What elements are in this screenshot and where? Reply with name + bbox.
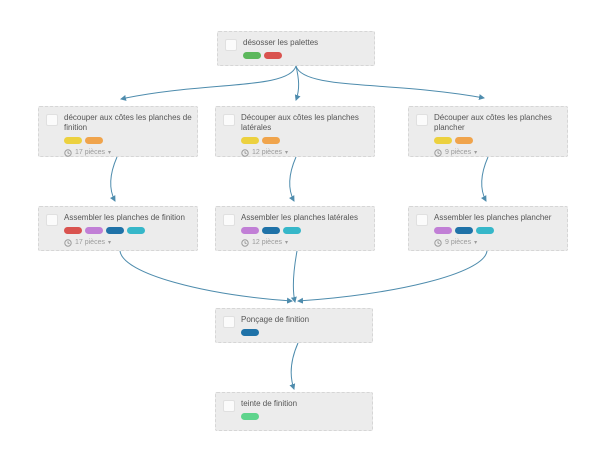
caret-down-icon: ▾ xyxy=(474,150,478,156)
tag-yellow xyxy=(64,137,82,144)
tag-purple xyxy=(241,227,259,234)
edge-decouper-laterales-to-assembler-laterales xyxy=(288,156,297,202)
node-poncage-finition[interactable]: Ponçage de finition xyxy=(215,308,373,343)
checkbox[interactable] xyxy=(46,214,58,226)
tag-purple xyxy=(434,227,452,234)
checkbox[interactable] xyxy=(416,214,428,226)
tag-light-green xyxy=(241,413,259,420)
tag-list xyxy=(434,227,562,234)
tag-yellow xyxy=(241,137,259,144)
pieces-dropdown[interactable]: 12 pièces ▾ xyxy=(241,149,369,157)
tag-red xyxy=(64,227,82,234)
checkbox[interactable] xyxy=(223,400,235,412)
tag-blue xyxy=(241,329,259,336)
checkbox[interactable] xyxy=(223,114,235,126)
checkbox[interactable] xyxy=(416,114,428,126)
caret-down-icon: ▾ xyxy=(284,150,288,156)
pieces-label: 9 pièces xyxy=(445,149,472,156)
tag-cyan xyxy=(283,227,301,234)
node-title: découper aux côtes les planches de finit… xyxy=(64,113,192,132)
node-decouper-laterales[interactable]: Découper aux côtes les planches latérale… xyxy=(215,106,375,157)
tag-list xyxy=(241,413,367,420)
node-title: Assembler les planches latérales xyxy=(241,213,358,222)
clock-icon xyxy=(241,239,249,247)
tag-blue xyxy=(106,227,124,234)
edge-decouper-plancher-to-assembler-plancher xyxy=(480,156,489,202)
tag-blue xyxy=(455,227,473,234)
node-desosser-palettes[interactable]: désosser les palettes xyxy=(217,31,375,66)
node-title: teinte de finition xyxy=(241,399,298,408)
caret-down-icon: ▾ xyxy=(284,240,288,246)
node-assembler-plancher[interactable]: Assembler les planches plancher 9 pièces… xyxy=(408,206,568,251)
edge-desosser-to-decouper-plancher xyxy=(295,65,485,101)
edge-desosser-to-decouper-laterales xyxy=(294,65,301,101)
node-title: Découper aux côtes les planches plancher xyxy=(434,113,552,132)
edge-assembler-laterales-to-poncage xyxy=(290,250,298,303)
tag-list xyxy=(241,329,367,336)
checkbox[interactable] xyxy=(225,39,237,51)
pieces-dropdown[interactable]: 12 pièces ▾ xyxy=(241,239,369,247)
pieces-label: 17 pièces xyxy=(75,239,105,246)
node-assembler-laterales[interactable]: Assembler les planches latérales 12 pièc… xyxy=(215,206,375,251)
tag-list xyxy=(434,137,562,144)
node-title: Ponçage de finition xyxy=(241,315,310,324)
node-decouper-plancher[interactable]: Découper aux côtes les planches plancher… xyxy=(408,106,568,157)
tag-cyan xyxy=(127,227,145,234)
pieces-dropdown[interactable]: 17 pièces ▾ xyxy=(64,149,192,157)
tag-orange xyxy=(455,137,473,144)
edge-assembler-finition-to-poncage xyxy=(119,250,293,304)
tag-list xyxy=(241,137,369,144)
node-title: Assembler les planches plancher xyxy=(434,213,552,222)
tag-list xyxy=(64,137,192,144)
checkbox[interactable] xyxy=(223,316,235,328)
clock-icon xyxy=(241,149,249,157)
tag-yellow xyxy=(434,137,452,144)
pieces-label: 9 pièces xyxy=(445,239,472,246)
pieces-label: 17 pièces xyxy=(75,149,105,156)
edge-assembler-plancher-to-poncage xyxy=(297,250,488,304)
tag-orange xyxy=(262,137,280,144)
edge-desosser-to-decouper-finition xyxy=(120,65,297,101)
tag-list xyxy=(243,52,369,59)
caret-down-icon: ▾ xyxy=(107,240,111,246)
pieces-label: 12 pièces xyxy=(252,239,282,246)
tag-purple xyxy=(85,227,103,234)
checkbox[interactable] xyxy=(46,114,58,126)
clock-icon xyxy=(434,149,442,157)
tag-green xyxy=(243,52,261,59)
tag-cyan xyxy=(476,227,494,234)
clock-icon xyxy=(64,239,72,247)
node-assembler-finition[interactable]: Assembler les planches de finition 17 pi… xyxy=(38,206,198,251)
pieces-dropdown[interactable]: 9 pièces ▾ xyxy=(434,239,562,247)
tag-list xyxy=(64,227,192,234)
tag-blue xyxy=(262,227,280,234)
checkbox[interactable] xyxy=(223,214,235,226)
edge-decouper-finition-to-assembler-finition xyxy=(109,156,118,202)
node-title: désosser les palettes xyxy=(243,38,319,47)
node-title: Assembler les planches de finition xyxy=(64,213,185,222)
tag-orange xyxy=(85,137,103,144)
pieces-dropdown[interactable]: 17 pièces ▾ xyxy=(64,239,192,247)
pieces-label: 12 pièces xyxy=(252,149,282,156)
node-teinte-finition[interactable]: teinte de finition xyxy=(215,392,373,431)
clock-icon xyxy=(434,239,442,247)
edge-poncage-to-teinte xyxy=(289,342,299,390)
tag-red xyxy=(264,52,282,59)
pieces-dropdown[interactable]: 9 pièces ▾ xyxy=(434,149,562,157)
node-title: Découper aux côtes les planches latérale… xyxy=(241,113,359,132)
clock-icon xyxy=(64,149,72,157)
tag-list xyxy=(241,227,369,234)
node-decouper-finition[interactable]: découper aux côtes les planches de finit… xyxy=(38,106,198,157)
caret-down-icon: ▾ xyxy=(107,150,111,156)
caret-down-icon: ▾ xyxy=(474,240,478,246)
